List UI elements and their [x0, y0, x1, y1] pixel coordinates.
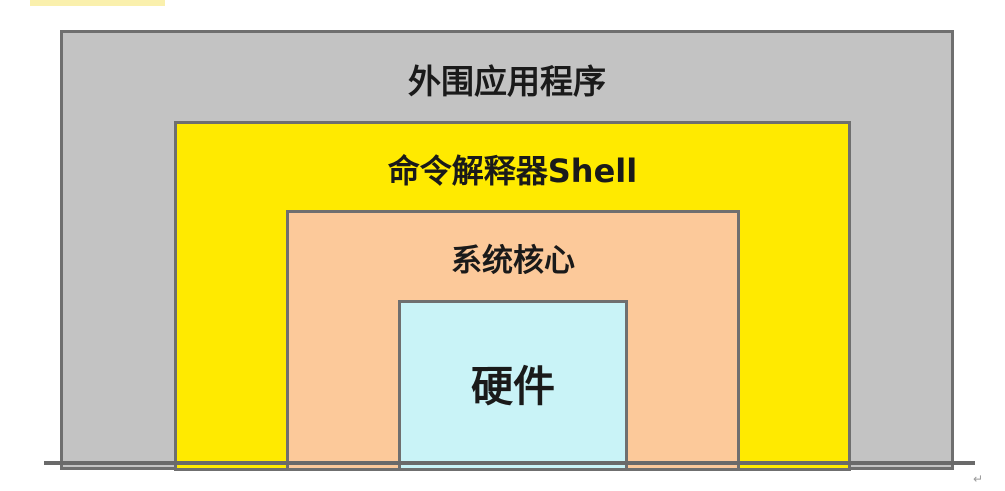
hardware-label: 硬件 [470, 362, 555, 411]
baseline [44, 461, 975, 465]
top-highlight-strip [30, 0, 165, 6]
return-mark-icon: ↵ [973, 472, 984, 486]
outer-application-label: 外围应用程序 [408, 62, 606, 101]
shell-label: 命令解释器Shell [387, 152, 638, 190]
hardware-layer: 硬件 [398, 300, 628, 471]
kernel-label: 系统核心 [451, 243, 575, 279]
